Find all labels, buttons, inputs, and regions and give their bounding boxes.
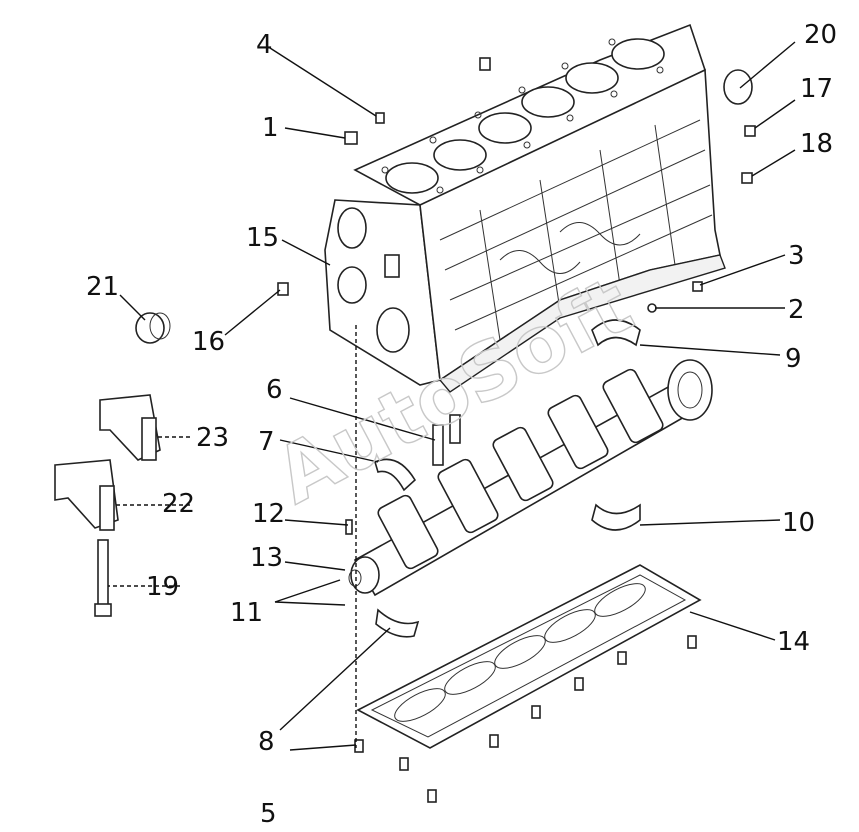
dowel-12 — [345, 519, 353, 535]
leader-lines — [108, 41, 796, 751]
callout-label-14: 14 — [777, 627, 810, 657]
pin-2 — [647, 303, 657, 313]
callout-label-12: 12 — [252, 499, 285, 529]
callout-label-11: 11 — [230, 598, 263, 628]
plug-1 — [344, 131, 358, 145]
bearing-shell-10 — [591, 503, 641, 531]
plug-4 — [375, 112, 385, 124]
callout-label-1: 1 — [262, 113, 279, 143]
plug-18 — [741, 172, 753, 184]
thrust-washer-7 — [374, 458, 417, 492]
callout-label-2: 2 — [788, 295, 805, 325]
callout-label-10: 10 — [782, 508, 815, 538]
callout-label-7: 7 — [258, 427, 275, 457]
callout-label-4: 4 — [256, 30, 273, 60]
callout-label-17: 17 — [800, 74, 833, 104]
callout-label-19: 19 — [146, 572, 179, 602]
main-bearing-cap-23 — [99, 394, 161, 461]
cap-bolt-19 — [94, 539, 112, 617]
crankshaft — [348, 359, 713, 597]
callout-label-15: 15 — [246, 223, 279, 253]
callout-label-6: 6 — [266, 375, 283, 405]
plug-20 — [723, 69, 753, 105]
callout-label-22: 22 — [162, 489, 195, 519]
plug-16 — [277, 282, 289, 296]
nozzle-6 — [432, 414, 461, 466]
callout-label-23: 23 — [196, 423, 229, 453]
callout-label-20: 20 — [804, 20, 837, 50]
plug-21 — [135, 312, 171, 344]
ladder-frame — [354, 564, 702, 803]
callout-label-13: 13 — [250, 543, 283, 573]
callout-label-3: 3 — [788, 241, 805, 271]
bearing-shell-9 — [591, 319, 641, 347]
bearing-shell-8 — [375, 608, 420, 638]
callout-label-8: 8 — [258, 727, 275, 757]
main-bearing-cap-22 — [54, 459, 119, 531]
callout-label-5: 5 — [260, 799, 277, 829]
cylinder-block — [324, 23, 726, 393]
callout-label-16: 16 — [192, 327, 225, 357]
callout-labels: 1 2 3 4 5 6 7 8 9 10 11 12 13 14 15 16 1… — [86, 20, 837, 829]
callout-label-9: 9 — [785, 344, 802, 374]
plug-top — [479, 57, 491, 71]
plug-17 — [744, 125, 756, 137]
callout-label-18: 18 — [800, 129, 833, 159]
callout-label-21: 21 — [86, 272, 119, 302]
bolt-3 — [692, 281, 703, 292]
